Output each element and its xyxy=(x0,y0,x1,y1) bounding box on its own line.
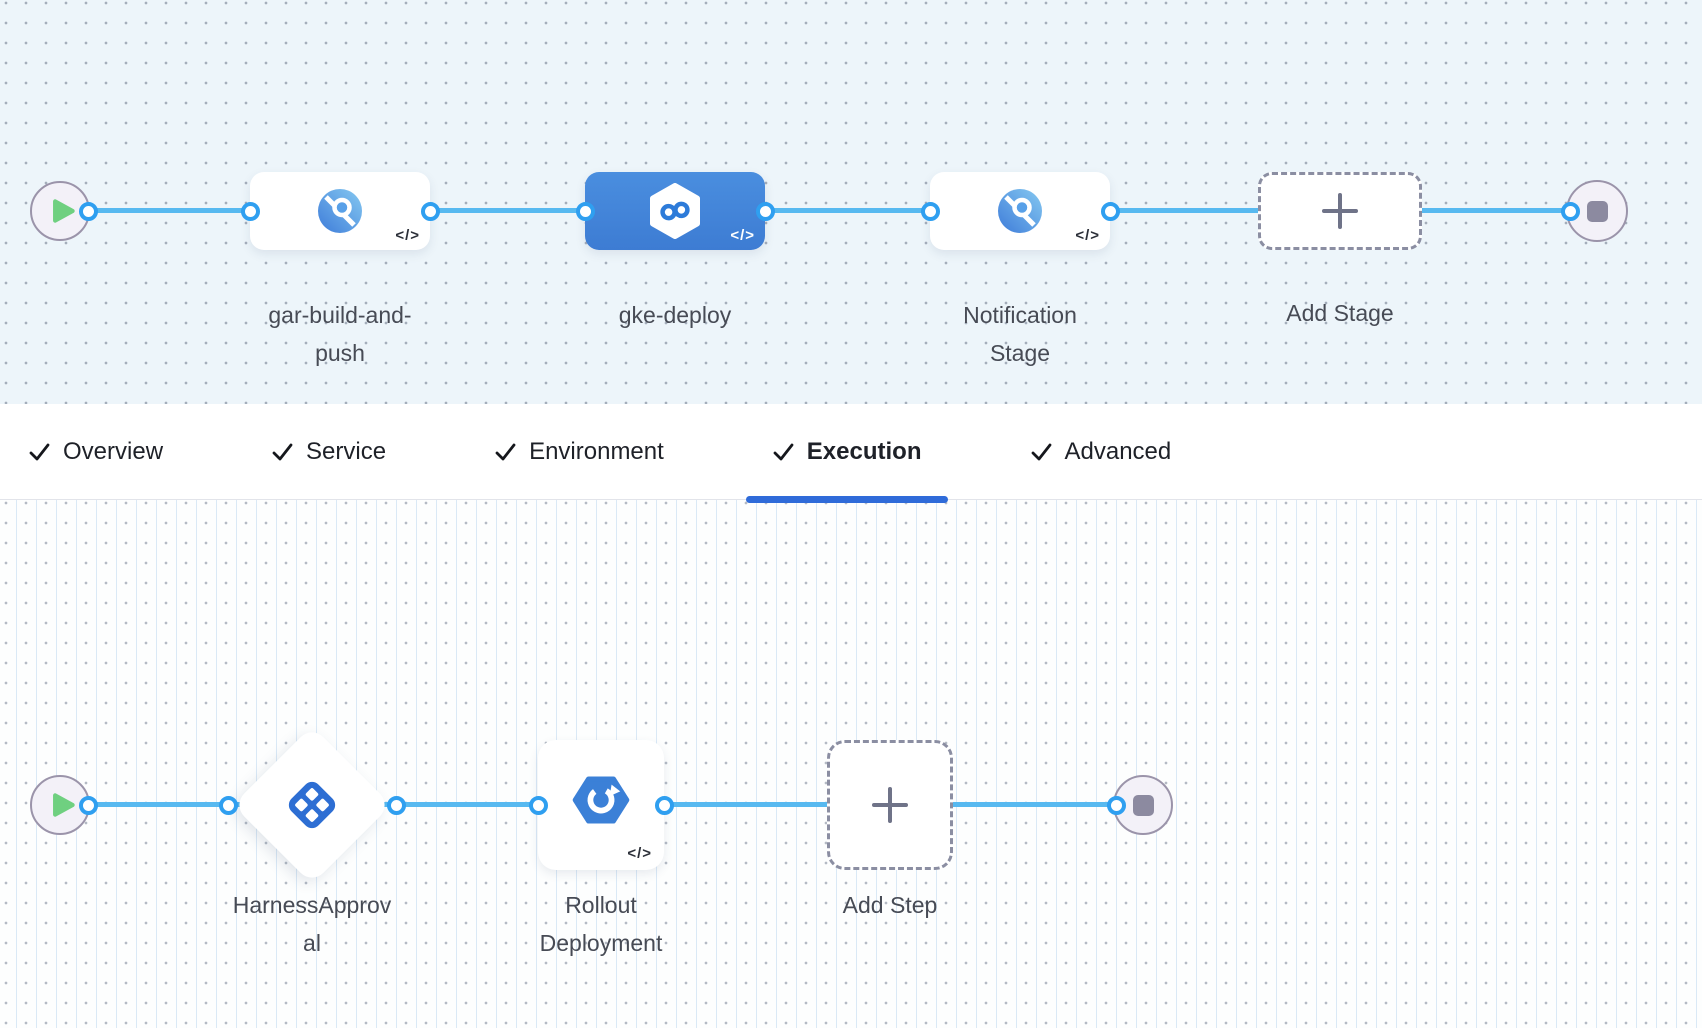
stage-connector-line xyxy=(88,208,1570,213)
connector-port xyxy=(241,202,260,221)
tab-advanced[interactable]: Advanced xyxy=(1004,404,1198,499)
step-node-rollout-deployment[interactable]: </> xyxy=(538,740,664,870)
gke-rollout-icon xyxy=(572,775,630,825)
connector-port xyxy=(387,796,406,815)
pipeline-end-node xyxy=(1566,180,1628,242)
stage-label: gke-deploy xyxy=(618,302,732,328)
gcr-registry-icon xyxy=(317,188,363,234)
stage-card-gke-deploy[interactable]: </> xyxy=(585,172,765,250)
plus-icon xyxy=(1320,191,1360,231)
execution-start-node xyxy=(30,775,90,835)
add-stage-button[interactable] xyxy=(1258,172,1422,250)
stage-label: Notification Stage xyxy=(963,302,1077,366)
pipeline-start-node xyxy=(30,181,90,241)
stage-card-notification-stage[interactable]: </> xyxy=(930,172,1110,250)
check-icon xyxy=(1030,440,1053,463)
tab-label: Service xyxy=(306,437,387,465)
step-node-harness-approval[interactable] xyxy=(232,725,392,885)
stop-icon xyxy=(1586,200,1608,222)
add-step-label: Add Step xyxy=(842,892,938,918)
gcr-registry-icon xyxy=(997,188,1043,234)
play-icon xyxy=(50,198,76,224)
play-icon xyxy=(50,792,76,818)
tab-environment[interactable]: Environment xyxy=(468,404,690,499)
tab-label: Environment xyxy=(529,437,664,465)
connector-port xyxy=(79,796,98,815)
check-icon xyxy=(494,440,517,463)
connector-port xyxy=(421,202,440,221)
connector-port xyxy=(756,202,775,221)
connector-port xyxy=(1101,202,1120,221)
code-badge: </> xyxy=(1075,227,1100,244)
connector-port xyxy=(921,202,940,221)
check-icon xyxy=(271,440,294,463)
tab-label: Execution xyxy=(806,437,922,465)
add-stage-label: Add Stage xyxy=(1286,300,1394,326)
code-badge: </> xyxy=(395,227,420,244)
code-badge: </> xyxy=(730,227,755,244)
add-step-button[interactable] xyxy=(827,740,953,870)
harness-pipeline-icon xyxy=(647,183,703,239)
stage-label: gar-build-and-push xyxy=(268,302,412,366)
connector-port xyxy=(1561,202,1580,221)
tab-execution[interactable]: Execution xyxy=(745,404,948,503)
step-label: HarnessApproval xyxy=(232,892,392,956)
connector-port xyxy=(219,796,238,815)
stage-config-tabbar: Overview Service Environment Execution A… xyxy=(0,404,1702,503)
connector-port xyxy=(79,202,98,221)
connector-port xyxy=(1107,796,1126,815)
tab-overview[interactable]: Overview xyxy=(2,404,189,499)
stop-icon xyxy=(1132,794,1154,816)
step-label: Rollout Deployment xyxy=(539,892,663,956)
execution-graph-canvas: </> HarnessApproval Rollout Deployment A… xyxy=(0,500,1702,1028)
stage-graph-canvas: </> </> xyxy=(0,0,1702,404)
stage-card-gar-build-and-push[interactable]: </> xyxy=(250,172,430,250)
connector-port xyxy=(655,796,674,815)
connector-port xyxy=(576,202,595,221)
check-icon xyxy=(772,440,795,463)
check-icon xyxy=(28,440,51,463)
connector-port xyxy=(529,796,548,815)
tab-service[interactable]: Service xyxy=(245,404,412,499)
plus-icon xyxy=(870,785,910,825)
tab-label: Advanced xyxy=(1064,437,1172,465)
code-badge: </> xyxy=(627,845,652,862)
tab-label: Overview xyxy=(63,437,164,465)
